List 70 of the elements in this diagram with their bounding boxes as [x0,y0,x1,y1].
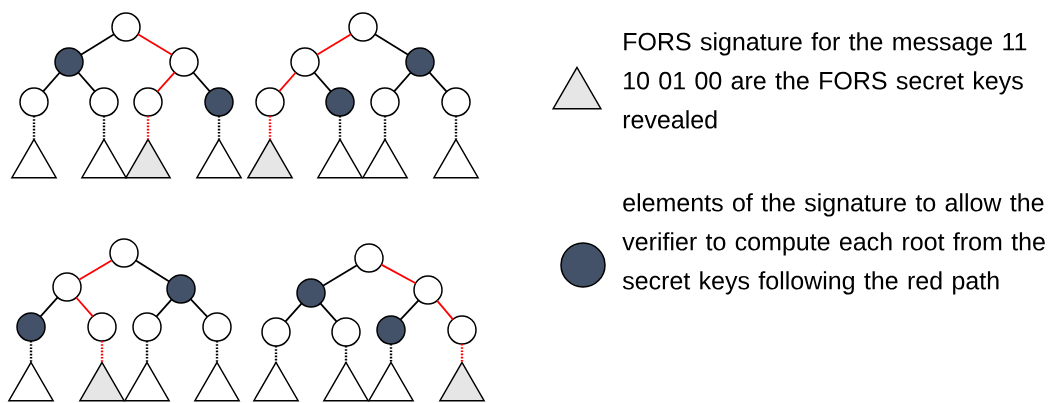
tree-edge [192,71,211,93]
tree-node-circle [261,317,291,347]
tree-edge [284,302,303,323]
legend-text: FORS signature for the message 11 10 01 00 are the FORS secret keys revealed [623,32,1027,129]
dotted-line [146,116,150,140]
legend-text: elements of the signature to allow the verifier to compute each root from the secret keys following the red path [622,193,1045,295]
tree-node-circle [255,87,285,117]
tree-node-circle [19,87,49,117]
tree-node-circle [111,12,141,42]
tree-edge [278,71,297,93]
dotted-line [217,116,221,140]
tree-edge [322,264,358,287]
tree-edge [428,71,448,93]
dotted-line [338,116,342,140]
tree-edge [134,259,171,283]
tree-node-circle [441,87,471,117]
tree-node-circle [52,272,82,302]
tree-edge [374,33,409,56]
tree-edge [137,33,173,56]
tree-node-circle [370,87,400,117]
tree-edge [319,302,338,323]
tree-node-circle [166,274,196,304]
tree-node-circle [405,47,435,77]
tree-node-circle [16,312,46,342]
dotted-line [460,344,464,363]
dotted-line [32,116,36,140]
tree-node-circle [87,312,117,342]
tree-node-circle [296,278,326,308]
dotted-line [274,346,278,363]
tree-edge [399,299,420,321]
tree-edge [78,259,113,281]
tree-edge [393,71,412,93]
dotted-line [102,116,106,140]
tree-node-circle [133,87,163,117]
dotted-line [29,341,33,363]
tree-node-circle [202,312,232,342]
dotted-line [100,341,104,363]
tree-node-circle [204,87,234,117]
tree-edge [75,296,94,318]
tree-node-circle [89,87,119,117]
tree-edge [316,33,352,56]
tree-edge [189,298,209,318]
tree-node-circle [325,87,355,117]
tree-edge [380,263,417,285]
dotted-line [389,344,393,363]
tree-node-circle [169,47,199,77]
tree-node-circle [290,47,320,77]
tree-edge [80,33,115,56]
dotted-line [268,116,272,140]
tree-node-circle [331,317,361,347]
dotted-line [344,346,348,363]
tree-node-circle [54,47,84,77]
tree-edge [42,71,61,93]
dotted-line [145,341,149,363]
tree-edge [77,71,96,93]
tree-edge [436,299,454,321]
dotted-line [383,116,387,140]
tree-node-circle [132,312,162,342]
dotted-line [454,116,458,140]
tree-node-circle [447,315,477,345]
dotted-line [215,341,219,363]
tree-edge [156,71,176,93]
tree-edge [155,298,173,318]
tree-edge [313,71,332,93]
tree-node-circle [413,275,443,305]
tree-node-circle [348,12,378,42]
tree-node-circle [109,238,139,268]
tree-node-circle [376,315,406,345]
tree-edge [39,296,59,318]
tree-node-circle [354,243,384,273]
